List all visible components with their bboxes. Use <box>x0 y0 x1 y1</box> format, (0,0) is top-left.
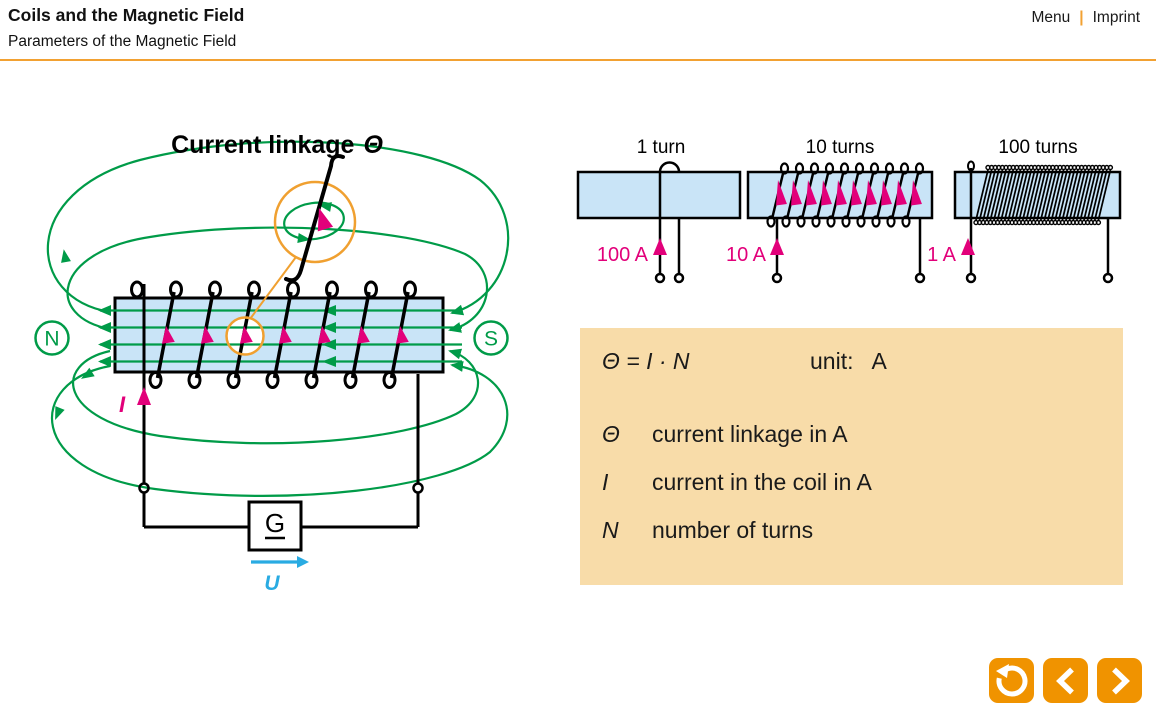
unit-value: A <box>871 348 887 374</box>
undo-icon <box>995 663 1027 697</box>
magnifier <box>225 154 357 356</box>
magnetic-field-loops <box>46 140 510 497</box>
coil-current-label: I <box>119 387 151 417</box>
chevron-right-icon <box>1111 667 1130 694</box>
svg-text:10 turns: 10 turns <box>806 137 875 158</box>
pole-markers: N S <box>34 320 509 356</box>
reset-button[interactable] <box>989 658 1034 703</box>
coil-examples: 1 turn 100 A 10 turns 10 A 100 turns <box>576 137 1122 284</box>
definition-text: current linkage in A <box>652 421 848 447</box>
wire-field-circle <box>283 201 345 241</box>
south-pole-label: S <box>484 328 498 351</box>
formula-box: Θ = I · N unit: A Θ current linkage in A… <box>580 328 1123 585</box>
voltage-arrow: U <box>251 556 309 595</box>
voltage-label: U <box>264 572 280 595</box>
magnified-wire <box>284 154 345 283</box>
magnified-current-arrow <box>317 208 334 232</box>
svg-text:I: I <box>119 392 126 417</box>
field-line-mid-arrows <box>322 305 336 367</box>
coil-example-10turns: 10 turns 10 A <box>726 137 934 284</box>
coil-leads <box>142 284 420 529</box>
definition-list: Θ current linkage in A I current in the … <box>602 421 1123 544</box>
solenoid-diagram: G U I N S <box>34 131 510 595</box>
definition-row: N number of turns <box>602 517 1123 544</box>
svg-text:10 A: 10 A <box>726 244 767 266</box>
field-loop-arrows <box>55 249 95 421</box>
header-rule <box>0 59 1156 61</box>
svg-text:100 turns: 100 turns <box>998 137 1077 158</box>
magnifier-source-ring <box>225 316 265 356</box>
north-pole-label: N <box>44 328 59 351</box>
chevron-left-icon <box>1055 667 1074 694</box>
terminal-left <box>138 482 150 494</box>
magnifier-lens-ring <box>273 180 357 264</box>
unit-label: unit: <box>810 348 854 374</box>
formula: Θ = I · N <box>602 348 690 374</box>
page-subtitle: Parameters of the Magnetic Field <box>8 33 237 50</box>
coil-windings <box>130 280 417 389</box>
definition-row: I current in the coil in A <box>602 469 1123 496</box>
menu-link[interactable]: Menu <box>1031 9 1071 26</box>
page-title: Coils and the Magnetic Field <box>8 5 245 25</box>
svg-text:100 A: 100 A <box>597 244 649 266</box>
current-arrow <box>653 238 667 255</box>
generator: G <box>247 500 303 552</box>
definition-text: current in the coil in A <box>652 469 872 495</box>
definition-text: number of turns <box>652 517 814 543</box>
header: Coils and the Magnetic Field Parameters … <box>0 0 1156 62</box>
svg-text:1 turn: 1 turn <box>637 137 686 158</box>
coil-example-1turn: 1 turn 100 A <box>576 137 742 284</box>
definition-symbol: I <box>602 469 609 495</box>
definition-row: Θ current linkage in A <box>602 421 1123 448</box>
next-button[interactable] <box>1097 658 1142 703</box>
current-arrow <box>961 238 975 255</box>
imprint-link[interactable]: Imprint <box>1092 9 1140 26</box>
previous-button[interactable] <box>1043 658 1088 703</box>
generator-label: G <box>265 508 285 538</box>
definition-symbol: Θ <box>602 421 620 447</box>
navigation-bar <box>989 658 1142 703</box>
magnifier-connector <box>249 256 297 320</box>
current-arrow <box>137 387 151 405</box>
svg-text:1 A: 1 A <box>927 244 957 266</box>
header-divider: | <box>1079 9 1084 26</box>
definition-symbol: N <box>602 517 619 543</box>
current-arrow <box>770 238 784 255</box>
terminal-right <box>412 482 424 494</box>
header-links: Menu | Imprint <box>1032 9 1141 27</box>
coil-example-100turns: 100 turns 1 A <box>927 137 1122 284</box>
